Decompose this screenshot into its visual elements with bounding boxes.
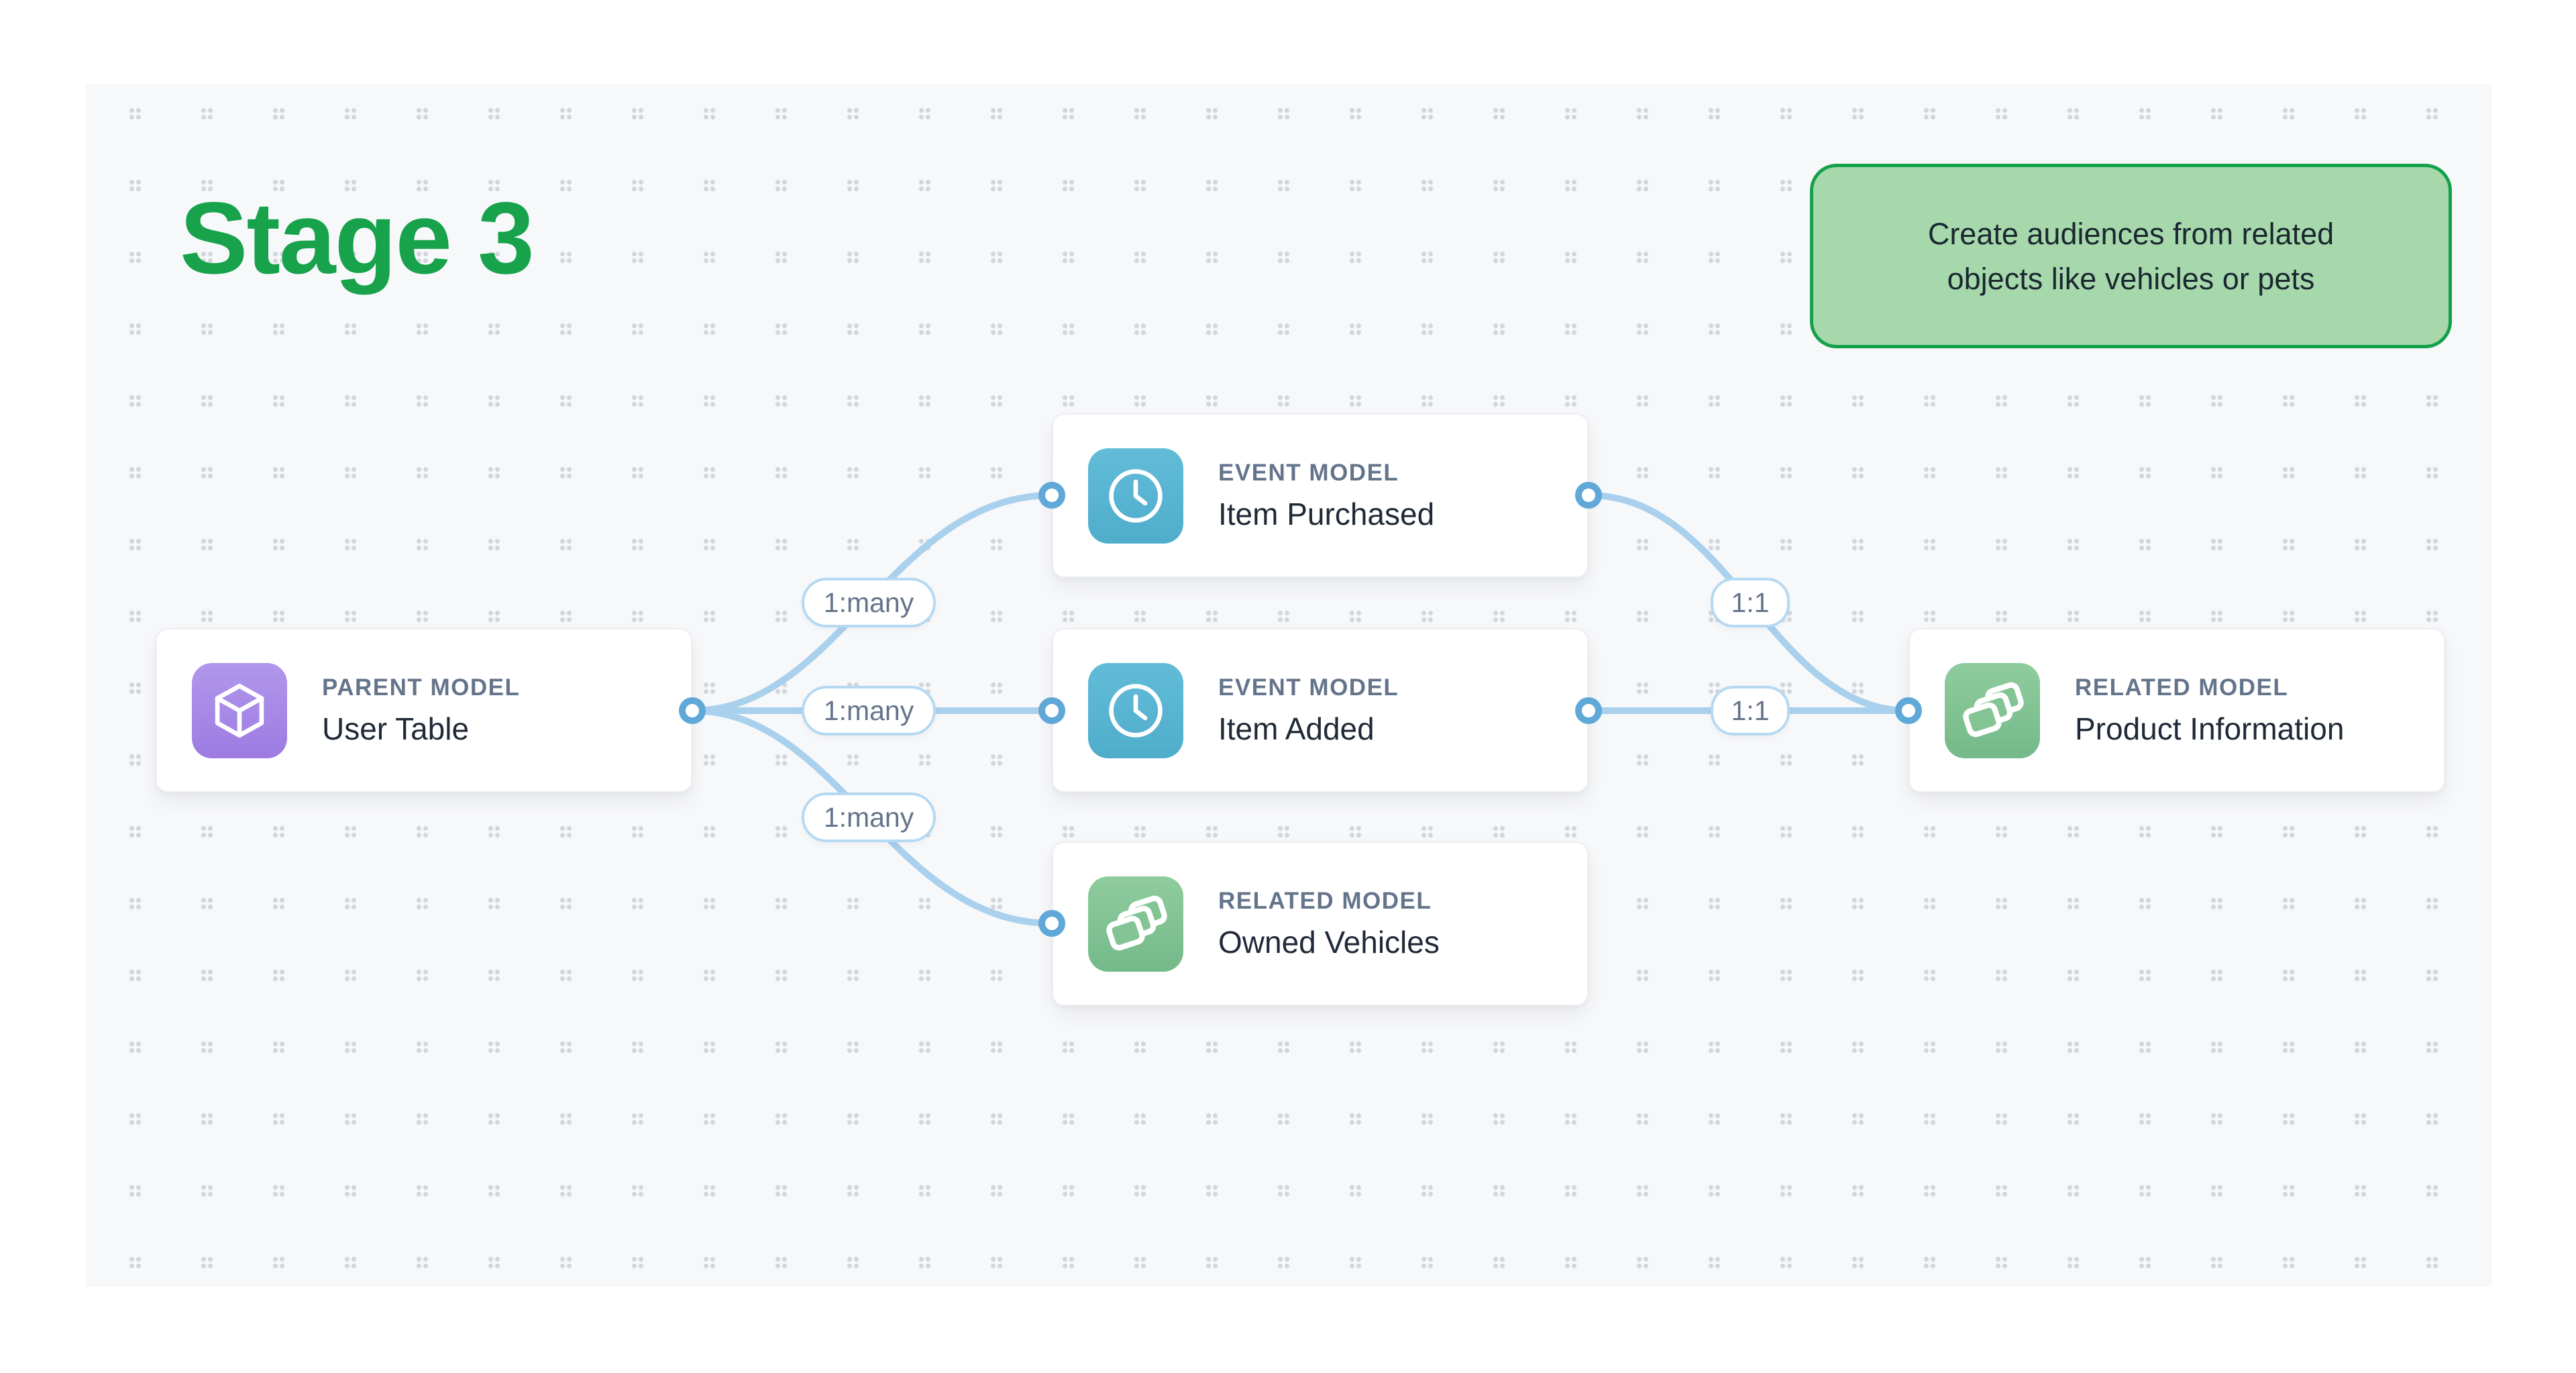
- node-type-label: RELATED MODEL: [2075, 674, 2289, 701]
- node-type-label: EVENT MODEL: [1218, 674, 1399, 701]
- port-item-added-out[interactable]: [1575, 697, 1602, 724]
- layers-icon: [1963, 682, 2024, 737]
- clock-icon: [1109, 468, 1163, 523]
- node-type-label: RELATED MODEL: [1218, 887, 1432, 914]
- edge-label-1many-top: 1:many: [802, 578, 936, 627]
- clock-icon: [1109, 683, 1163, 738]
- node-name-label: User Table: [322, 711, 470, 746]
- edge-label-1to1-top: 1:1: [1711, 578, 1790, 627]
- node-name-label: Product Information: [2075, 711, 2345, 746]
- callout-note: Create audiences from related objects li…: [1810, 164, 2452, 348]
- node-card-parent-model[interactable]: PARENT MODEL User Table: [156, 628, 692, 793]
- node-card-item-purchased[interactable]: EVENT MODEL Item Purchased: [1052, 413, 1589, 578]
- node-card-product-information[interactable]: RELATED MODEL Product Information: [1909, 628, 2445, 793]
- node-type-label: PARENT MODEL: [322, 674, 521, 701]
- edge-label-1many-middle: 1:many: [802, 686, 936, 735]
- event-model-icon-tile: [1088, 662, 1183, 758]
- edge-label-1to1-bottom: 1:1: [1711, 686, 1790, 735]
- layers-icon: [1106, 895, 1167, 950]
- port-product-information-in[interactable]: [1895, 697, 1922, 724]
- callout-line-2: objects like vehicles or pets: [1947, 261, 2315, 296]
- node-type-label: EVENT MODEL: [1218, 459, 1399, 486]
- node-card-item-added[interactable]: EVENT MODEL Item Added: [1052, 628, 1589, 793]
- related-model-icon-tile: [1945, 662, 2040, 758]
- node-name-label: Item Purchased: [1218, 496, 1435, 531]
- port-owned-vehicles-in[interactable]: [1038, 910, 1065, 937]
- port-item-purchased-in[interactable]: [1038, 482, 1065, 509]
- port-item-purchased-out[interactable]: [1575, 482, 1602, 509]
- node-card-owned-vehicles[interactable]: RELATED MODEL Owned Vehicles: [1052, 842, 1589, 1006]
- parent-model-icon-tile: [192, 662, 287, 758]
- stage-title: Stage 3: [180, 181, 535, 295]
- port-item-added-in[interactable]: [1038, 697, 1065, 724]
- cube-icon: [215, 683, 264, 738]
- related-model-icon-tile: [1088, 876, 1183, 972]
- callout-line-1: Create audiences from related: [1927, 216, 2334, 251]
- node-name-label: Item Added: [1218, 711, 1375, 746]
- edge-label-1many-bottom: 1:many: [802, 793, 936, 842]
- event-model-icon-tile: [1088, 448, 1183, 544]
- node-name-label: Owned Vehicles: [1218, 924, 1440, 960]
- port-parent-out[interactable]: [679, 697, 706, 724]
